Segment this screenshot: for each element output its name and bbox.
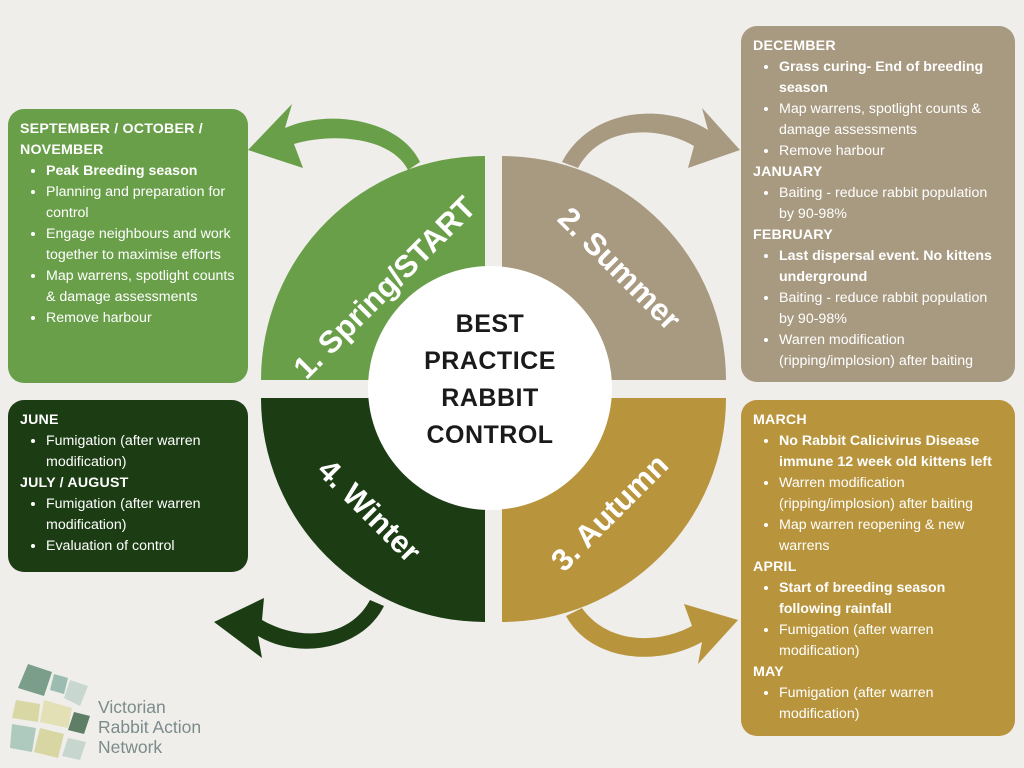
task-item: Map warren reopening & new warrens xyxy=(779,515,1005,557)
month-heading: APRIL xyxy=(753,559,797,575)
task-item: Fumigation (after warren modification) xyxy=(46,494,238,536)
autumn-info-box: MARCH No Rabbit Calicivirus Disease immun… xyxy=(741,400,1015,736)
task-list: Fumigation (after warren modification)Ev… xyxy=(20,494,238,557)
center-title: BEST PRACTICE RABBIT CONTROL xyxy=(371,306,609,454)
task-list: Baiting - reduce rabbit population by 90… xyxy=(753,183,1005,225)
month-heading: JANUARY xyxy=(753,164,823,180)
task-item: Planning and preparation for control xyxy=(46,182,238,224)
center-title-line: BEST xyxy=(455,310,525,338)
month-heading: JUNE xyxy=(20,412,59,428)
task-item: Map warrens, spotlight counts & damage a… xyxy=(779,99,1005,141)
vran-logo-icon xyxy=(10,664,90,760)
task-item: Warren modification (ripping/implosion) … xyxy=(779,330,1005,372)
month-heading: MAY xyxy=(753,664,784,680)
task-item: Evaluation of control xyxy=(46,536,238,557)
center-title-line: PRACTICE xyxy=(424,347,556,375)
task-list: No Rabbit Calicivirus Disease immune 12 … xyxy=(753,431,1005,557)
task-list: Peak Breeding seasonPlanning and prepara… xyxy=(20,161,238,329)
month-heading: SEPTEMBER / OCTOBER / NOVEMBER xyxy=(20,121,203,158)
center-circle xyxy=(368,266,612,510)
summer-info-box: DECEMBER Grass curing- End of breeding se… xyxy=(741,26,1015,382)
task-list: Grass curing- End of breeding seasonMap … xyxy=(753,57,1005,162)
spring-info-box: SEPTEMBER / OCTOBER / NOVEMBERPeak Breed… xyxy=(8,109,248,383)
arrow-spring-icon xyxy=(248,104,420,170)
month-heading: MARCH xyxy=(753,412,807,428)
task-item: Engage neighbours and work together to m… xyxy=(46,224,238,266)
task-item: Grass curing- End of breeding season xyxy=(779,57,1005,99)
month-heading: JULY / AUGUST xyxy=(20,475,129,491)
center-title-line: CONTROL xyxy=(426,421,554,449)
task-item: Fumigation (after warren modification) xyxy=(779,683,1005,725)
month-heading: DECEMBER xyxy=(753,38,836,54)
logo-text: Victorian Rabbit Action Network xyxy=(98,697,201,757)
task-item: No Rabbit Calicivirus Disease immune 12 … xyxy=(779,431,1005,473)
task-item: Baiting - reduce rabbit population by 90… xyxy=(779,288,1005,330)
month-heading: FEBRUARY xyxy=(753,227,833,243)
logo-line: Network xyxy=(98,737,163,757)
task-item: Fumigation (after warren modification) xyxy=(46,431,238,473)
task-list: Fumigation (after warren modification) xyxy=(753,683,1005,725)
task-list: Fumigation (after warren modification) xyxy=(20,431,238,473)
center-title-line: RABBIT xyxy=(441,384,539,412)
task-list: Start of breeding season following rainf… xyxy=(753,578,1005,662)
task-item: Peak Breeding season xyxy=(46,161,238,182)
task-item: Remove harbour xyxy=(779,141,1005,162)
arrow-autumn-icon xyxy=(566,604,738,664)
task-list: Last dispersal event. No kittens undergr… xyxy=(753,246,1005,372)
logo-line: Victorian xyxy=(98,697,166,717)
task-item: Map warrens, spotlight counts & damage a… xyxy=(46,266,238,308)
task-item: Remove harbour xyxy=(46,308,238,329)
task-item: Last dispersal event. No kittens undergr… xyxy=(779,246,1005,288)
arrow-summer-icon xyxy=(562,108,740,168)
task-item: Baiting - reduce rabbit population by 90… xyxy=(779,183,1005,225)
arrow-winter-icon xyxy=(214,598,384,658)
logo-line: Rabbit Action xyxy=(98,717,202,737)
task-item: Warren modification (ripping/implosion) … xyxy=(779,473,1005,515)
task-item: Fumigation (after warren modification) xyxy=(779,620,1005,662)
winter-info-box: JUNE Fumigation (after warren modificatio… xyxy=(8,400,248,572)
task-item: Start of breeding season following rainf… xyxy=(779,578,1005,620)
